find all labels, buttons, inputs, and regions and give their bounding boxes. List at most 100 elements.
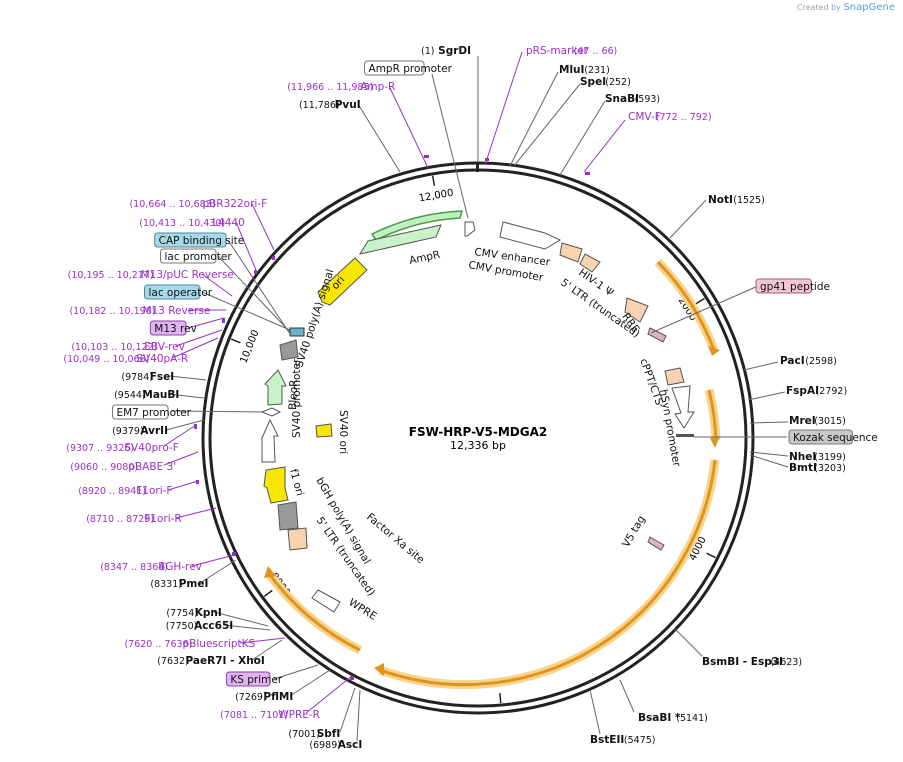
leader-paci: [743, 361, 779, 371]
tick-mark: [706, 552, 716, 559]
label-m13reverse[interactable]: M13 Reverse(10,182 .. 10,198): [69, 305, 210, 317]
tick-mark: [263, 589, 273, 597]
label-paer7i[interactable]: PaeR7I - XhoI(7632): [157, 655, 265, 667]
label-m13rev[interactable]: M13 rev: [149, 320, 197, 336]
label-pos-pbabe3: (9060 .. 9080): [70, 462, 138, 473]
label-cmv-f[interactable]: CMV-F(772 .. 792): [628, 111, 712, 123]
primer-mark-f1ori: [196, 480, 199, 484]
leader-bmti: [749, 454, 789, 468]
label-name-fspai: FspAI: [786, 385, 819, 397]
label-bsteii[interactable]: BstEII(5475): [590, 734, 656, 746]
rre-block: [624, 297, 649, 323]
hiv-psi-block: [559, 242, 583, 263]
tick-mark: [499, 692, 502, 704]
leader-asci: [356, 689, 361, 742]
label-cap[interactable]: CAP binding site: [154, 232, 245, 248]
leader-sv40prof: [163, 424, 197, 447]
label-name-pflmi: PflMI: [263, 691, 293, 703]
leader-fspai: [747, 391, 786, 401]
label-paci[interactable]: PacI(2598): [780, 355, 837, 367]
label-pos-pmei: (8331): [150, 579, 182, 590]
label-pbabe3[interactable]: pBABE 3'(9060 .. 9080): [70, 461, 176, 473]
label-box-em7: [111, 404, 169, 420]
label-prs-marker[interactable]: pRS-marker(47 .. 66): [526, 45, 617, 57]
label-lacop[interactable]: lac operator: [143, 284, 213, 300]
label-snabi[interactable]: SnaBI(593): [605, 93, 660, 105]
leader-m13puc: [201, 273, 233, 297]
cds-arc-4-arrow: [264, 566, 276, 578]
label-kpni[interactable]: KpnI(7754): [166, 607, 221, 619]
leader-noti: [669, 199, 707, 239]
label-lacprom[interactable]: lac promoter: [159, 248, 232, 264]
leader-cap: [227, 239, 291, 335]
wpre-block: [311, 589, 341, 613]
label-pos-fsei: (9784): [121, 372, 153, 383]
label-bsmbi[interactable]: BsmBI - Esp3I(4623): [702, 656, 802, 668]
label-pflmi[interactable]: PflMI(7269): [235, 691, 293, 703]
label-pos-bsabi: (5141): [676, 713, 708, 724]
label-pvui[interactable]: PvuI(11,786): [299, 99, 361, 111]
label-gp41[interactable]: gp41 peptide: [755, 278, 830, 294]
label-ebv-rev[interactable]: EBV-rev(10,103 .. 10,122): [71, 341, 185, 353]
label-pos-f1ori-f: (8920 .. 8941): [78, 486, 146, 497]
snapgene-logo: SnapGene: [843, 2, 895, 13]
label-kozak[interactable]: Kozak sequence: [788, 429, 878, 445]
label-sgrdi[interactable]: SgrDI(1): [421, 45, 471, 57]
label-m13puc[interactable]: M13/pUC Reverse(10,195 .. 10,217): [68, 269, 234, 281]
label-em7[interactable]: EM7 promoter: [111, 404, 192, 420]
label-bsabi[interactable]: BsaBI *(5141): [638, 712, 708, 724]
label-name-f1ori-r: F1ori-R: [144, 513, 181, 525]
label-sbfi[interactable]: SbfI(7001): [288, 728, 340, 740]
label-asci[interactable]: AscI(6989): [309, 739, 362, 751]
primer-mark-sv40pro: [194, 424, 197, 429]
label-pos-ebv-rev: (10,103 .. 10,122): [71, 342, 157, 353]
inner-label-v5: V5 tag: [620, 514, 648, 550]
inner-features: [260, 210, 695, 613]
label-nhei[interactable]: NheI(3199): [789, 451, 846, 463]
lac-features: [289, 327, 305, 337]
leader-pmei: [199, 559, 237, 584]
label-noti[interactable]: NotI(1525): [708, 194, 765, 206]
label-wpre-r[interactable]: WPRE-R(7081 .. 7101): [220, 709, 320, 721]
leader-spei: [513, 83, 581, 167]
label-bmti[interactable]: BmtI(3203): [789, 462, 846, 474]
primer-mark-m13: [222, 318, 225, 323]
gp41-block: [647, 327, 667, 343]
label-pos-noti: (1525): [733, 195, 765, 206]
label-spei[interactable]: SpeI(252): [580, 76, 631, 88]
label-fspai[interactable]: FspAI(2792): [786, 385, 847, 397]
outer-labels: SgrDI(1) pRS-marker(47 .. 66) MluI(231)Spe…: [63, 45, 877, 751]
label-pos-sbfi: (7001): [288, 729, 320, 740]
label-ks-primer[interactable]: KS primer: [225, 671, 283, 687]
label-pbluescriptks[interactable]: pBluescriptKS(7620 .. 7636): [124, 638, 255, 650]
label-acc65i[interactable]: Acc65I(7750): [166, 620, 233, 632]
label-name-gp41: gp41 peptide: [760, 281, 830, 293]
label-pmei[interactable]: PmeI(8331): [150, 578, 208, 590]
label-f1ori-r[interactable]: F1ori-R(8710 .. 8729): [86, 513, 182, 525]
label-pos-snabi: (593): [635, 94, 661, 105]
label-pos-bsmbi: (4623): [770, 657, 802, 668]
inner-label-wpre: WPRE: [346, 596, 378, 622]
label-amprprom[interactable]: AmpR promoter: [364, 60, 453, 76]
label-pos-fspai: (2792): [816, 386, 848, 397]
label-mrei[interactable]: MreI(3015): [789, 415, 846, 427]
label-amp-r[interactable]: Amp-R(11,966 .. 11,985): [287, 81, 395, 93]
label-l4440[interactable]: L4440(10,413 .. 10,430): [139, 217, 245, 229]
label-fsei[interactable]: FseI(9784): [121, 371, 174, 383]
primer-mark-l4440: [254, 270, 257, 274]
label-pos-m13reverse: (10,182 .. 10,198): [69, 306, 155, 317]
v5-block: [647, 536, 665, 551]
leader-l4440: [235, 221, 257, 271]
label-f1ori-f[interactable]: F1ori-F(8920 .. 8941): [78, 485, 172, 497]
label-sv40pa-r[interactable]: SV40pA-R(10,049 .. 10,068): [63, 353, 188, 365]
label-name-paer7i: PaeR7I - XhoI: [186, 655, 265, 667]
label-mlui[interactable]: MluI(231): [559, 64, 610, 76]
label-bgh-rev[interactable]: BGH-rev(8347 .. 8364): [100, 561, 202, 573]
inner-label-f1ori: f1 ori: [287, 468, 306, 498]
label-sv40pro-f[interactable]: SV40pro-F(9307 .. 9326): [66, 442, 179, 454]
label-maubi[interactable]: MauBI(9544): [114, 389, 179, 401]
label-pbr322[interactable]: pBR322ori-F(10,664 .. 10,683): [129, 198, 267, 210]
label-avrii[interactable]: AvrII(9379): [112, 425, 168, 437]
inner-label-sv40ori: SV40 ori: [337, 410, 349, 454]
label-name-pbabe3: pBABE 3': [128, 461, 176, 473]
